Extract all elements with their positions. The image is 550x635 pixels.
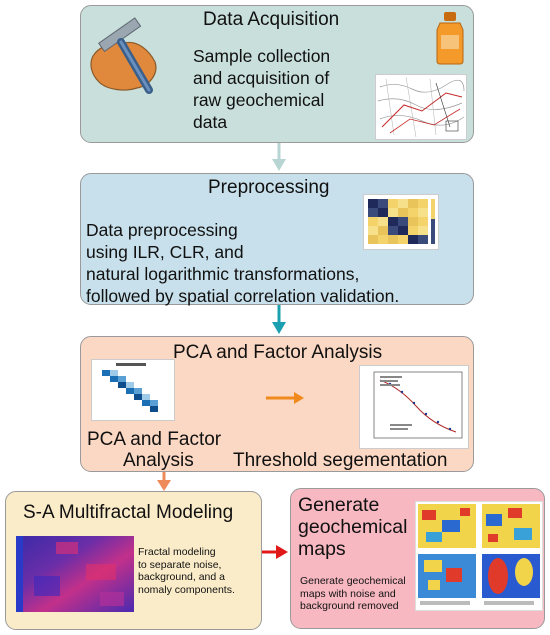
preprocessing-description-line-3: natural logarithmic transformations,: [86, 264, 360, 284]
process-arrow-icon: [266, 392, 304, 404]
maps-title-line-1: Generate: [298, 494, 380, 516]
sample-location-map-image: [375, 74, 467, 140]
geochemical-maps-composite-image: [415, 501, 543, 611]
preprocessing-description-line-1: Data preprocessing: [86, 220, 238, 240]
acquisition-description-line-1: Sample collection: [193, 46, 331, 66]
pca-left-label-line-2: Analysis: [123, 450, 194, 471]
threshold-loglog-plot-image: [359, 365, 469, 449]
acquisition-title: Data Acquisition: [203, 9, 340, 30]
maps-title-line-2: geochemical: [298, 516, 408, 538]
flow-arrow-sa-to-maps: [262, 545, 288, 559]
maps-description-line-2: maps with noise and: [300, 587, 396, 600]
sa-multifractal-modeling-box: [5, 491, 262, 630]
data-acquisition-box: [80, 5, 474, 143]
acquisition-description-line-3: raw geochemical: [193, 90, 325, 110]
hammer-rock-icon: [90, 17, 157, 94]
acquisition-description-line-4: data: [193, 112, 228, 132]
pca-factor-analysis-box: [80, 336, 474, 472]
pca-left-label-line-1: PCA and Factor: [87, 429, 222, 450]
threshold-segmentation-label: Threshold segementation: [233, 450, 448, 471]
pca-title: PCA and Factor Analysis: [173, 342, 383, 363]
sa-description-line-4: nomaly components.: [138, 583, 235, 596]
sa-description-line-2: to separate noise,: [138, 558, 222, 571]
maps-title-line-3: maps: [298, 538, 346, 560]
factor-loading-matrix-image: [91, 359, 175, 421]
preprocessing-description-line-2: using ILR, CLR, and: [86, 242, 244, 262]
maps-description-line-3: background removed: [300, 600, 399, 612]
sa-description-line-3: background, and a: [138, 571, 225, 583]
maps-description-line-1: Generate geochemical: [300, 575, 406, 587]
flow-arrow-pca-to-sa-modeling: [157, 472, 171, 491]
sa-description-line-1: Fractal modeling: [138, 546, 216, 558]
preprocessing-description-line-4: followed by spatial correlation validati…: [86, 286, 400, 306]
acquisition-description-line-2: and acquisition of: [193, 68, 330, 88]
fractal-noise-map-image: [16, 536, 134, 612]
preprocessing-box: [80, 173, 474, 305]
generate-maps-box: [290, 488, 545, 629]
flow-arrow-preprocessing-to-pca: [272, 305, 286, 334]
flow-arrow-acquisition-to-preprocessing: [272, 143, 286, 171]
sample-bottle-icon: [436, 12, 464, 65]
sa-modeling-title: S-A Multifractal Modeling: [23, 502, 234, 523]
preprocessing-title: Preprocessing: [208, 177, 330, 198]
correlation-heatmap-image: [363, 194, 439, 250]
